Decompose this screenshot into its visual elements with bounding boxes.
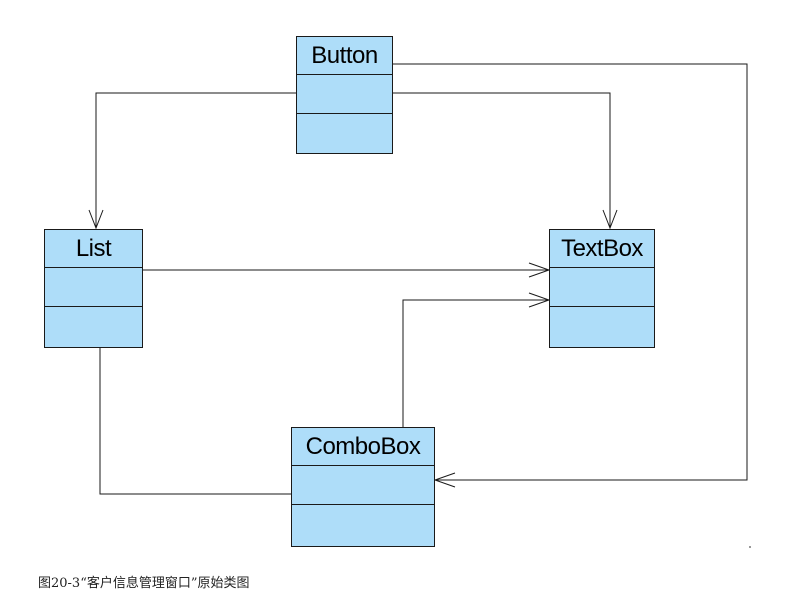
assoc-button-list [95, 92, 297, 228]
arrowhead-textbox-top [602, 209, 618, 230]
stray-dot [749, 546, 751, 548]
class-name-list: List [45, 230, 142, 268]
attributes-section [550, 268, 654, 307]
class-name-button: Button [297, 37, 392, 75]
class-textbox: TextBox [549, 229, 655, 348]
assoc-combobox-textbox [402, 299, 549, 427]
assoc-list-combobox [99, 348, 291, 495]
attributes-section [297, 75, 392, 114]
attributes-section [45, 268, 142, 307]
operations-section [297, 114, 392, 153]
figure-caption: 图20-3“客户信息管理窗口”原始类图 [38, 576, 250, 591]
attributes-section [292, 466, 434, 505]
operations-section [292, 505, 434, 546]
arrowhead-list [88, 209, 104, 230]
class-button: Button [296, 36, 393, 154]
arrowhead-combobox [433, 472, 456, 488]
class-name-combobox: ComboBox [292, 428, 434, 466]
assoc-button-textbox [392, 92, 611, 228]
operations-section [550, 307, 654, 347]
class-combobox: ComboBox [291, 427, 435, 547]
assoc-button-combobox [392, 63, 748, 481]
class-name-textbox: TextBox [550, 230, 654, 268]
operations-section [45, 307, 142, 347]
class-list: List [44, 229, 143, 348]
